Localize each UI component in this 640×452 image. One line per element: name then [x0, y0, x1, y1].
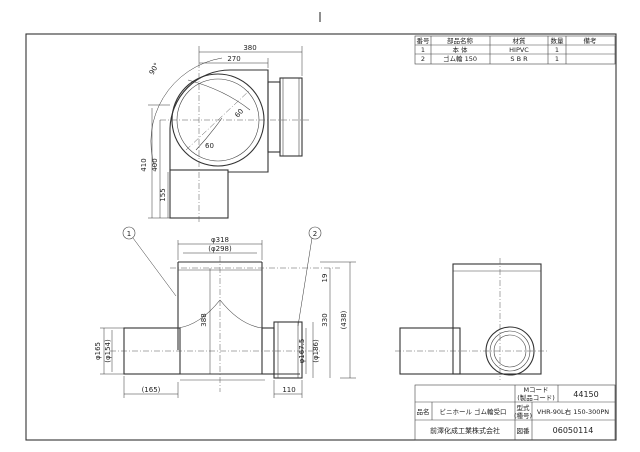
callout-2-circle — [308, 226, 322, 240]
parts-row2-qty: 1 — [555, 55, 559, 63]
drawing-no-value: 06050114 — [553, 426, 594, 435]
callout-1-circle — [122, 226, 136, 240]
top-view: 90° 60 60 380 270 410 400 155 — [140, 44, 310, 224]
parts-header-notes: 備考 — [584, 36, 598, 45]
dim-diameter-167-5: φ167.5 — [298, 339, 306, 364]
model-value: VHR-90L右 150-300PN — [537, 407, 609, 416]
drawing-frame — [25, 33, 617, 441]
name-value: ビニホール ゴム輪受口 — [439, 407, 506, 416]
dim-diameter-165: φ165 — [94, 342, 102, 360]
parts-row2-no: 2 — [421, 55, 425, 63]
m-code-value: 44150 — [573, 390, 598, 399]
m-code-label: Mコード — [523, 386, 548, 394]
m-code-sub: (製品コード) — [517, 393, 555, 402]
side-view — [395, 258, 548, 380]
dim-width-110: 110 — [282, 386, 295, 394]
dim-diameter-298: (φ298) — [208, 245, 232, 253]
parts-row1-name: 本 体 — [452, 45, 468, 54]
dim-width-380: 380 — [243, 44, 256, 52]
dim-diameter-318: φ318 — [211, 236, 229, 244]
dim-height-400: 400 — [151, 158, 159, 171]
dim-diameter-154: (φ154) — [104, 339, 112, 363]
parts-header-name: 部品名称 — [447, 36, 474, 45]
parts-row1-no: 1 — [421, 46, 425, 54]
parts-row2-material: S B R — [510, 55, 528, 63]
dim-diameter-186: (φ186) — [312, 339, 320, 363]
model-sub: (種号) — [514, 412, 532, 420]
dim-width-165: (165) — [142, 386, 161, 394]
parts-table: 番号 部品名称 材質 数量 備考 1 本 体 HIPVC 1 2 ゴム輪 150… — [414, 35, 616, 65]
dim-angle-60-upper: 60 — [233, 107, 245, 119]
drawing-no-label: 図番 — [517, 427, 531, 435]
dim-width-270: 270 — [227, 55, 240, 63]
dim-angle-90: 90° — [148, 61, 161, 76]
name-label: 品名 — [417, 407, 430, 416]
company-name: 前澤化成工業株式会社 — [430, 426, 500, 435]
dim-angle-60-lower: 60 — [205, 142, 214, 150]
parts-header-no: 番号 — [417, 37, 431, 45]
parts-row1-material: HIPVC — [509, 46, 529, 54]
title-block: Mコード (製品コード) 44150 品名 ビニホール ゴム輪受口 型式 (種号… — [414, 384, 616, 441]
dim-height-155: 155 — [159, 188, 167, 201]
callout-1: 1 — [127, 230, 131, 238]
parts-header-qty: 数量 — [551, 36, 565, 45]
parts-header-material: 材質 — [513, 36, 527, 45]
parts-row2-name: ゴム輪 150 — [443, 54, 477, 63]
dim-height-19: 19 — [321, 274, 329, 283]
parts-row1-qty: 1 — [555, 46, 559, 54]
dim-height-410: 410 — [140, 158, 148, 171]
model-label: 型式 — [517, 403, 531, 412]
callout-2: 2 — [313, 230, 317, 238]
front-view: φ318 (φ298) 388 19 330 (438) φ165 (φ154)… — [94, 226, 356, 398]
dim-height-438: (438) — [340, 310, 348, 329]
dim-height-330: 330 — [321, 313, 329, 326]
dim-height-388: 388 — [200, 313, 208, 326]
